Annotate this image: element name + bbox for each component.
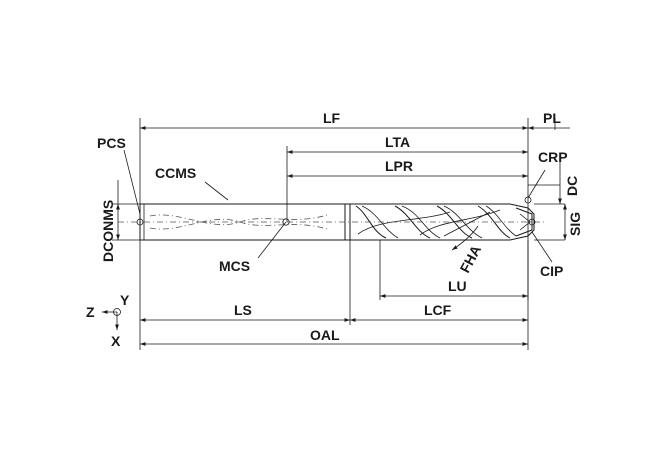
crp-marker [524, 196, 532, 204]
label-oal: OAL [310, 327, 340, 343]
pcs-marker [136, 218, 144, 226]
cip-marker [528, 218, 536, 226]
axis-triad [102, 308, 121, 330]
label-sig: SIG [567, 212, 583, 236]
leader-lines [123, 149, 553, 263]
label-lpr: LPR [385, 158, 413, 174]
label-lta: LTA [385, 134, 410, 150]
label-crp: CRP [538, 149, 568, 165]
label-ccms: CCMS [155, 165, 196, 181]
axis-y-label: Y [120, 292, 130, 308]
flute-body [349, 203, 535, 241]
label-cip: CIP [540, 263, 563, 279]
dimension-lines [116, 126, 570, 346]
label-lu: LU [448, 278, 467, 294]
drill-point [515, 207, 533, 237]
axis-x-label: X [111, 333, 121, 349]
label-pl: PL [543, 110, 561, 126]
label-dc: DC [564, 176, 580, 196]
label-lcf: LCF [424, 302, 452, 318]
label-mcs: MCS [219, 258, 250, 274]
mcs-marker [282, 218, 290, 226]
axis-z-label: Z [86, 304, 95, 320]
label-pcs: PCS [97, 135, 126, 151]
coordinate-markers [136, 196, 536, 226]
label-dconms: DCONMS [100, 200, 116, 262]
dim-fha-arc [451, 225, 479, 251]
label-ls: LS [234, 302, 252, 318]
label-lf: LF [323, 110, 341, 126]
extension-lines [112, 118, 565, 350]
label-fha: FHA [457, 242, 485, 275]
